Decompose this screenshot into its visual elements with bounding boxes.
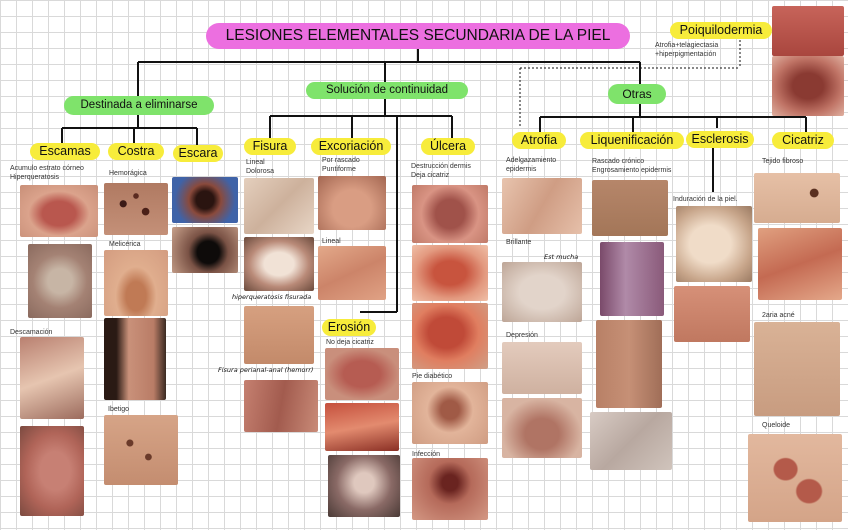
acne-photo	[754, 322, 840, 416]
liquenificacion-photo-2	[600, 242, 664, 316]
escamas-desc-1: Acumulo estrato córneo	[10, 164, 84, 173]
poiquilodermia-desc-1: Atrofia+telagiectasia	[655, 41, 718, 50]
atrofia-desc-2: epidermis	[506, 165, 536, 174]
liquenificacion-desc-1: Rascado crónico	[592, 157, 644, 166]
cicatriz-desc-1: Tejido fibroso	[762, 157, 803, 166]
cicatriz-photo-1	[754, 173, 840, 223]
category-poiquilodermia: Poiquilodermia	[670, 22, 772, 39]
costra-melicerica-label: Melicérica	[109, 240, 141, 249]
impetigo-label: Ibetigo	[108, 405, 129, 414]
liquenificacion-photo-1	[592, 180, 668, 236]
category-fisura: Fisura	[244, 138, 296, 155]
fisura-photo-1	[244, 178, 314, 234]
excoriacion-photo-1	[318, 176, 386, 230]
category-escamas: Escamas	[30, 143, 100, 160]
erosion-photo-1	[325, 348, 399, 400]
excoriacion-desc-2: Puntiforme	[322, 165, 356, 174]
esclerosis-desc-1: Induración de la piel.	[673, 195, 738, 204]
ulcera-desc-2: Deja cicatriz	[411, 171, 449, 180]
poiquilodermia-photo-1	[772, 6, 844, 56]
costra-melicerica-photo	[104, 250, 168, 316]
category-erosion: Erosión	[322, 319, 376, 336]
branch-solucion-continuidad: Solución de continuidad	[306, 82, 468, 99]
fisura-photo-4	[244, 380, 318, 432]
descamacion-label: Descamación	[10, 328, 52, 337]
esclerosis-photo-2	[674, 286, 750, 342]
liquenificacion-photo-3	[596, 320, 662, 408]
impetigo-photo-2	[104, 415, 178, 485]
costra-hemorragica-label: Hemorágica	[109, 169, 147, 178]
escamas-photo-1	[20, 185, 98, 237]
category-esclerosis: Esclerosis	[686, 131, 754, 148]
depresion-photo-2	[502, 398, 582, 458]
excoriacion-desc-1: Por rascado	[322, 156, 360, 165]
pie-diabetico-label: Pie diabético	[412, 372, 452, 381]
esclerosis-photo-1	[676, 206, 752, 282]
ulcera-photo-1	[412, 185, 488, 243]
erosion-photo-3	[328, 455, 400, 517]
atrofia-photo-1	[502, 178, 582, 234]
category-ulcera: Úlcera	[421, 138, 475, 155]
category-cicatriz: Cicatriz	[772, 132, 834, 149]
queloide-label: Queloide	[762, 421, 790, 430]
ulcera-desc-1: Destrucción dermis	[411, 162, 471, 171]
depresion-photo-1	[502, 342, 582, 394]
brillante-label: Brillante	[506, 238, 531, 247]
descamacion-photo-2	[20, 426, 84, 516]
fisura-desc-1: Lineal	[246, 158, 265, 167]
erosion-photo-2	[325, 403, 399, 451]
atrofia-handwritten: Est mucha	[544, 253, 578, 261]
diagram-title: LESIONES ELEMENTALES SECUNDARIA DE LA PI…	[206, 23, 630, 49]
escamas-photo-2	[28, 244, 92, 318]
depresion-label: Depresión	[506, 331, 538, 340]
cicatriz-photo-2	[758, 228, 842, 300]
category-escara: Escara	[173, 145, 223, 162]
fisura-desc-2: Dolorosa	[246, 167, 274, 176]
erosion-desc-1: No deja cicatriz	[326, 338, 374, 347]
fisura-handwritten-1: hiperqueratosis fisurada	[232, 293, 311, 301]
liquenificacion-photo-4	[590, 412, 672, 470]
liquenificacion-desc-2: Engrosamiento epidermis	[592, 166, 671, 175]
ulcera-photo-3	[412, 303, 488, 369]
category-costra: Costra	[108, 143, 164, 160]
escara-photo-2	[172, 227, 238, 273]
escara-photo-1	[172, 177, 238, 223]
descamacion-photo-1	[20, 337, 84, 419]
category-excoriacion: Excoriación	[311, 138, 391, 155]
excoriacion-photo-2	[318, 246, 386, 300]
category-liquenificacion: Liquenificación	[580, 132, 684, 149]
poiquilodermia-photo-2	[772, 56, 844, 116]
infeccion-photo	[412, 458, 488, 520]
fisura-photo-3	[244, 306, 314, 364]
excoriacion-lineal-label: Lineal	[322, 237, 341, 246]
escamas-desc-2: Hiperqueratosis	[10, 173, 59, 182]
atrofia-desc-1: Adelgazamiento	[506, 156, 556, 165]
poiquilodermia-desc-2: +hiperpigmentación	[655, 50, 716, 59]
ulcera-photo-2	[412, 245, 488, 301]
brillante-photo	[502, 262, 582, 322]
category-atrofia: Atrofia	[512, 132, 566, 149]
acne-label: 2aria acné	[762, 311, 795, 320]
fisura-photo-2	[244, 237, 314, 291]
branch-otras: Otras	[608, 84, 666, 104]
costra-hemorragica-photo	[104, 183, 168, 235]
branch-destinada-eliminarse: Destinada a eliminarse	[64, 96, 214, 115]
fisura-handwritten-2: Fisura perianal-anal (hemorr)	[218, 366, 313, 374]
pie-diabetico-photo	[412, 382, 488, 444]
impetigo-photo-1	[104, 318, 166, 400]
queloide-photo	[748, 434, 842, 522]
